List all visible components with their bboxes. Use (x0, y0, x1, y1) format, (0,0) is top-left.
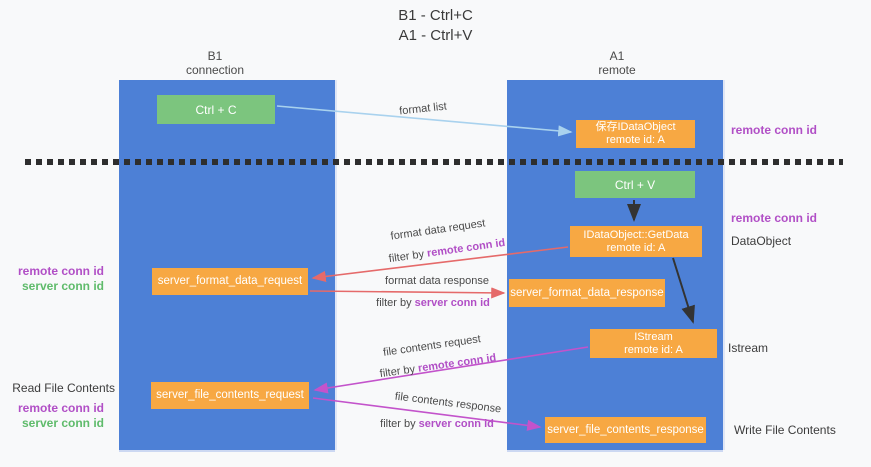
filter-prefix: filter by (388, 247, 428, 266)
server-file-contents-request-label: server_file_contents_request (156, 389, 304, 401)
lane-header-b1: B1 connection (107, 49, 323, 77)
title-line-1: B1 - Ctrl+C (398, 7, 473, 24)
lane-a1-subtitle: remote (598, 63, 636, 77)
annotation-dataobject: DataObject (731, 234, 792, 248)
node-ctrl-c: Ctrl + C (157, 95, 275, 124)
istream-line1: IStream (634, 330, 673, 343)
annotation-read-file-contents: Read File Contents (12, 381, 115, 395)
diagram-title: B1 - Ctrl+C A1 - Ctrl+V (0, 6, 871, 46)
remote-conn-id-highlight: remote conn id (426, 236, 506, 260)
node-istream: IStream remote id: A (590, 329, 717, 358)
arrow-format-data-response (309, 287, 506, 299)
annotation-left-remote-conn-id-2: remote conn id (17, 401, 104, 415)
filter-prefix: filter by (380, 418, 419, 430)
annotation-left-server-conn-id-1: server conn id (21, 279, 104, 293)
save-dataobject-line2: remote id: A (606, 134, 665, 146)
annotation-left-server-conn-id-2: server conn id (21, 416, 104, 430)
server-conn-id-highlight: server conn id (418, 418, 494, 430)
annotation-right-remote-conn-id-2: remote conn id (731, 211, 818, 225)
annotation-left-remote-conn-id-1: remote conn id (17, 264, 104, 278)
node-server-file-contents-request: server_file_contents_request (151, 382, 309, 409)
label-filter-by-server-conn-id-2: filter by server conn id (380, 418, 494, 430)
node-ctrl-v: Ctrl + V (575, 171, 695, 198)
label-filter-by-server-conn-id-1: filter by server conn id (376, 297, 490, 309)
node-server-format-data-request: server_format_data_request (152, 268, 308, 295)
lane-b1-subtitle: connection (185, 63, 245, 77)
label-file-contents-response: file contents response (394, 390, 502, 416)
label-format-data-request: format data request (389, 217, 487, 243)
annotation-istream: Istream (728, 341, 769, 355)
filter-prefix: filter by (379, 362, 419, 381)
server-file-contents-response-label: server_file_contents_response (547, 423, 704, 436)
session-divider (25, 159, 843, 165)
server-conn-id-highlight: server conn id (414, 297, 490, 309)
node-server-file-contents-response: server_file_contents_response (545, 417, 706, 443)
lane-header-a1: A1 remote (509, 49, 725, 77)
server-format-data-response-label: server_format_data_response (510, 286, 664, 299)
remote-conn-id-highlight: remote conn id (417, 351, 497, 375)
lane-b1-title: B1 (207, 49, 223, 63)
annotation-write-file-contents: Write File Contents (734, 423, 836, 437)
lane-a1-title: A1 (609, 49, 625, 63)
filter-prefix: filter by (376, 297, 415, 309)
istream-line2: remote id: A (624, 343, 683, 356)
node-server-format-data-response: server_format_data_response (509, 279, 665, 307)
label-filter-by-remote-conn-id-1: filter by remote conn id (388, 237, 506, 265)
node-save-dataobject: 保存IDataObject remote id: A (576, 120, 695, 148)
getdata-line2: remote id: A (606, 241, 666, 254)
label-format-list: format list (398, 100, 448, 118)
title-line-2: A1 - Ctrl+V (398, 27, 473, 44)
server-format-data-request-label: server_format_data_request (157, 275, 303, 287)
getdata-line1: IDataObject::GetData (583, 228, 689, 241)
annotation-right-remote-conn-id-1: remote conn id (731, 123, 818, 137)
ctrl-c-label: Ctrl + C (195, 102, 237, 117)
save-dataobject-line1: 保存IDataObject (595, 121, 676, 133)
node-idataobject-getdata: IDataObject::GetData remote id: A (570, 226, 702, 257)
label-format-data-response: format data response (385, 275, 489, 287)
ctrl-v-label: Ctrl + V (614, 177, 656, 192)
